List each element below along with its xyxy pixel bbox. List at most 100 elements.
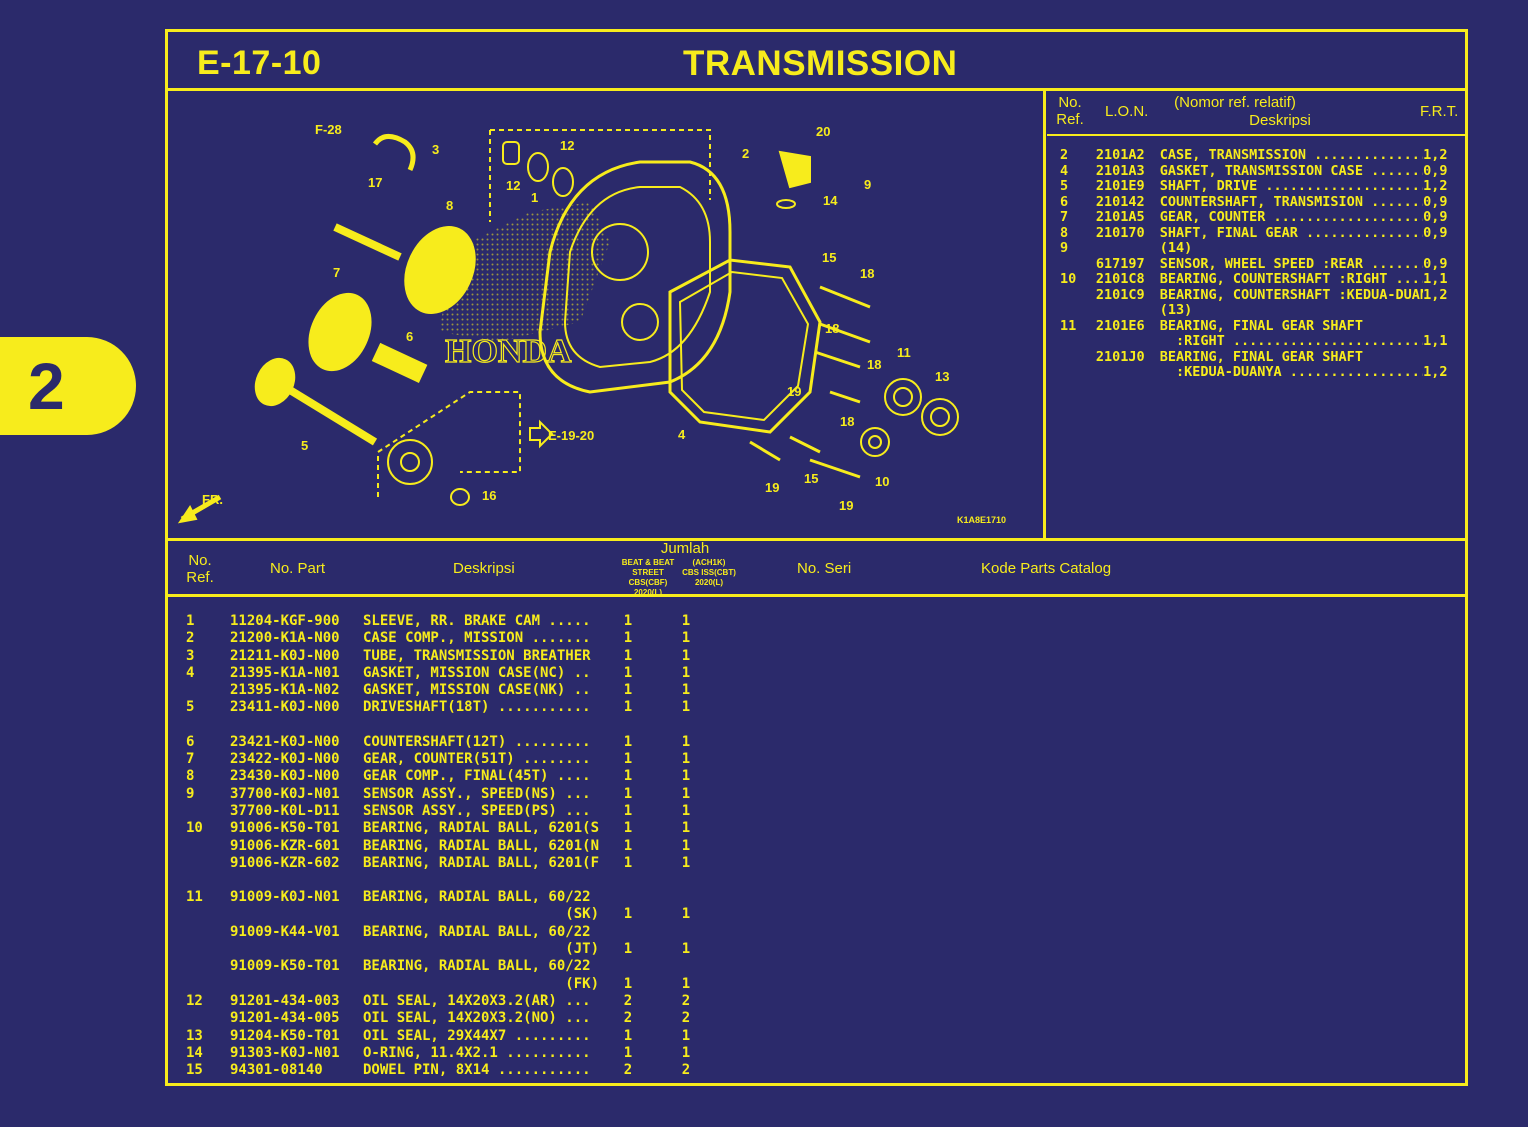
cell-q1: 1: [623, 613, 633, 629]
rt-cell-lon: [1096, 334, 1160, 350]
cell-desc: OIL SEAL, 14X20X3.2(NO) ...: [363, 1010, 591, 1027]
cell-part: 37700-K0J-N01: [230, 785, 340, 802]
rt-cell-no: 11: [1060, 317, 1077, 334]
cell-no: 12: [186, 992, 203, 1009]
rt-cell-desc: SENSOR, WHEEL SPEED :REAR .......: [1159, 256, 1424, 272]
cell-q2: [657, 889, 715, 906]
rt-cell-lon: 2101J0: [1095, 348, 1145, 365]
cell-desc: DRIVESHAFT(18T) ...........: [363, 699, 591, 716]
bt-header-noseri: No. Seri: [797, 560, 852, 577]
cell-part: 91009-K50-T01: [230, 958, 340, 975]
cell-desc: (SK): [363, 906, 599, 923]
cell-no: [178, 1010, 230, 1027]
cell-part: 91204-K50-T01: [230, 1027, 340, 1044]
cell-no: 4: [186, 664, 195, 681]
cell-part: 91201-434-005: [230, 1010, 340, 1027]
rt-cell-lon: [1096, 365, 1160, 381]
cell-q2: 2: [681, 1010, 691, 1027]
cell-part: 23430-K0J-N00: [230, 768, 340, 785]
cell-no: 13: [186, 1027, 203, 1044]
rt-cell-desc: CASE, TRANSMISSION ..............: [1159, 148, 1424, 163]
cell-part: [230, 906, 363, 923]
cell-desc: GEAR COMP., FINAL(45T) ....: [363, 768, 591, 785]
cell-no: [178, 855, 230, 872]
cell-q2: 1: [681, 664, 691, 681]
section-tab[interactable]: 2: [0, 337, 136, 435]
cell-desc: BEARING, RADIAL BALL, 6201(FK): [363, 854, 599, 871]
cell-desc: OIL SEAL, 29X44X7 .........: [363, 1027, 591, 1044]
cell-q1: 1: [623, 941, 633, 958]
callout-label: 10: [875, 474, 889, 489]
cell-q1: 1: [623, 733, 633, 750]
rt-cell-no: [1055, 288, 1096, 304]
rt-cell-no: [1055, 257, 1096, 273]
cell-q2: 1: [681, 699, 691, 716]
bt-header-jumlah: Jumlah: [660, 540, 710, 557]
cell-no: [178, 906, 230, 923]
cell-desc: BEARING, RADIAL BALL, 6201(NT): [363, 837, 599, 854]
rt-cell-lon: 2101A2: [1095, 147, 1145, 163]
cell-q1: [599, 889, 657, 906]
rt-cell-lon: [1096, 303, 1160, 319]
rt-cell-lon: 617197: [1095, 255, 1145, 272]
callout-label: E-19-20: [548, 428, 594, 443]
bt-header-col1: BEAT & BEAT STREET CBS(CBF) 2020(L): [621, 558, 675, 597]
cell-no: [178, 682, 230, 699]
cell-desc: SENSOR ASSY., SPEED(NS) ...: [363, 785, 591, 802]
callout-label: 16: [482, 488, 496, 503]
callout-label: 7: [333, 265, 340, 280]
rt-cell-no: 8: [1060, 224, 1069, 241]
cell-desc: (JT): [363, 941, 599, 958]
cell-desc: BEARING, RADIAL BALL, 60/22 UU: [363, 923, 599, 940]
rt-cell-desc: (13): [1159, 303, 1193, 318]
rt-row: :RIGHT ........................1,1: [1055, 333, 1455, 350]
cell-desc: BEARING, RADIAL BALL, 60/22 UU: [363, 889, 599, 906]
callout-label: 1: [531, 190, 538, 205]
cell-desc: SLEEVE, RR. BRAKE CAM .....: [363, 613, 591, 629]
rt-cell-no: 7: [1060, 209, 1069, 225]
rt-cell-lon: 2101E6: [1095, 317, 1145, 334]
callout-label: 18: [825, 321, 839, 336]
rt-cell-no: 2: [1060, 147, 1069, 163]
cell-part: [230, 941, 363, 958]
rt-cell-lon: 2101E9: [1095, 178, 1145, 194]
cell-part: 23422-K0J-N00: [230, 751, 340, 768]
cell-part: 21211-K0J-N00: [230, 647, 340, 664]
callout-label: 9: [864, 177, 871, 192]
callout-label: 18: [860, 266, 874, 281]
callout-label: 19: [839, 498, 853, 513]
rt-cell-lon: 2101C8: [1095, 271, 1145, 287]
cell-desc: SENSOR ASSY., SPEED(PS) ...: [363, 802, 591, 819]
cell-desc: DOWEL PIN, 8X14 ...........: [363, 1062, 591, 1079]
cell-q2: 2: [681, 1062, 691, 1079]
rt-cell-frt: 1,2: [1423, 178, 1448, 194]
rt-cell-frt: 0,9: [1423, 255, 1448, 272]
rt-cell-frt: [1423, 319, 1455, 335]
rt-cell-no: [1055, 303, 1096, 319]
row-gap: [178, 872, 738, 889]
cell-desc: GASKET, MISSION CASE(NK) ..: [363, 682, 591, 699]
callout-label: 6: [406, 329, 413, 344]
rt-cell-desc: BEARING, FINAL GEAR SHAFT: [1159, 318, 1363, 334]
cell-part: 21395-K1A-N01: [230, 664, 340, 681]
divider: [165, 594, 1468, 597]
cell-q2: 1: [681, 802, 691, 819]
bt-header-desc: Deskripsi: [453, 560, 515, 577]
rt-cell-frt: 0,9: [1423, 193, 1448, 210]
cell-no: 8: [186, 768, 195, 785]
rt-cell-frt: 0,9: [1423, 162, 1448, 179]
cell-q1: 1: [623, 785, 633, 802]
